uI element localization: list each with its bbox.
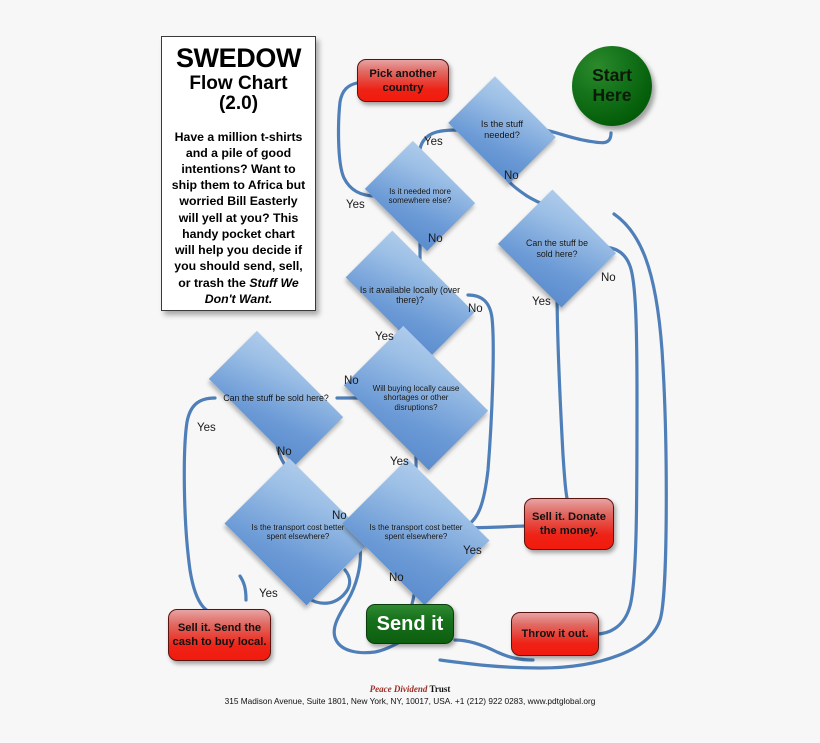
card-body-text: Have a million t-shirts and a pile of go… <box>171 129 306 290</box>
wire-soldtop-no <box>594 245 639 636</box>
wire-transleft-yes-b <box>238 574 248 602</box>
decision-can-the-stuff-be-sold-here-top[interactable]: Can the stuff be sold here? <box>497 189 617 308</box>
terminal-label: Send it <box>376 612 444 635</box>
decision-is-the-stuff-needed[interactable]: Is the stuff needed? <box>448 76 556 184</box>
terminal-throw-it-out[interactable]: Throw it out. <box>511 612 599 656</box>
decision-label: Will buying locally cause shortages or o… <box>372 383 460 412</box>
decision-label: Is it available locally (over there)? <box>359 284 461 305</box>
edge-label-transleft-no: No <box>332 510 347 522</box>
edge-label-soldleft-yes: Yes <box>197 422 216 434</box>
edge-label-elsewhere-no: No <box>428 233 443 245</box>
decision-label: Is the stuff needed? <box>480 119 524 140</box>
terminal-label: Sell it. Send the cash to buy local. <box>172 622 267 648</box>
edge-label-transleft-yes: Yes <box>259 588 278 600</box>
decision-label: Can the stuff be sold here? <box>223 392 329 403</box>
terminal-label: Pick another country <box>369 67 437 94</box>
edge-label-shortages-yes: Yes <box>390 456 409 468</box>
terminal-pick-another-country[interactable]: Pick another country <box>357 59 449 102</box>
footer-brand-italic: Peace Dividend <box>369 684 428 694</box>
edge-label-soldtop-no: No <box>601 272 616 284</box>
card-title-version: (2.0) <box>218 93 259 115</box>
decision-label: Is it needed more somewhere else? <box>388 186 452 205</box>
edge-label-transright-yes: Yes <box>463 545 482 557</box>
footer-brand: Peace Dividend Trust <box>0 684 820 694</box>
card-title-flowchart: Flow Chart <box>189 72 288 94</box>
edge-label-shortages-no: No <box>344 375 359 387</box>
decision-will-buying-locally-cause-shortages[interactable]: Will buying locally cause shortages or o… <box>343 325 489 471</box>
terminal-label: Sell it. Donate the money. <box>532 511 606 537</box>
decision-transport-cost-better-spent-elsewhere-left[interactable]: Is the transport cost better spent elsew… <box>224 458 372 606</box>
decision-is-it-available-locally[interactable]: Is it available locally (over there)? <box>345 230 475 360</box>
edge-label-stuff-needed-no: No <box>504 170 519 182</box>
edge-label-soldleft-no: No <box>277 446 292 458</box>
terminal-label: Throw it out. <box>521 628 589 640</box>
title-card: SWEDOW Flow Chart (2.0) Have a million t… <box>161 36 316 311</box>
footer: Peace Dividend Trust 315 Madison Avenue,… <box>0 684 820 706</box>
card-body: Have a million t-shirts and a pile of go… <box>171 129 306 307</box>
terminal-sell-donate-the-money[interactable]: Sell it. Donate the money. <box>524 498 614 550</box>
terminal-sell-send-cash-buy-local[interactable]: Sell it. Send the cash to buy local. <box>168 609 271 661</box>
edge-label-transright-no: No <box>389 572 404 584</box>
wire-soldtop-yes <box>555 285 570 505</box>
edge-label-available-no: No <box>468 303 483 315</box>
card-title-swedow: SWEDOW <box>175 43 302 73</box>
edge-label-available-yes: Yes <box>375 331 394 343</box>
footer-brand-rest: Trust <box>427 684 451 694</box>
decision-label: Can the stuff be sold here? <box>526 238 588 259</box>
edge-label-elsewhere-yes: Yes <box>346 199 365 211</box>
edge-label-soldtop-yes: Yes <box>532 296 551 308</box>
terminal-send-it[interactable]: Send it <box>366 604 454 644</box>
card-body-emphasis: Stuff We Don't Want. <box>204 275 299 306</box>
decision-can-the-stuff-be-sold-here-left[interactable]: Can the stuff be sold here? <box>208 330 344 466</box>
edge-label-stuff-needed-yes: Yes <box>424 136 443 148</box>
footer-address: 315 Madison Avenue, Suite 1801, New York… <box>224 696 596 706</box>
decision-transport-cost-better-spent-elsewhere-right[interactable]: Is the transport cost better spent elsew… <box>342 458 490 606</box>
decision-label: Is the transport cost better spent elsew… <box>369 522 463 541</box>
decision-label: Is the transport cost better spent elsew… <box>251 522 345 541</box>
decision-needed-more-somewhere-else[interactable]: Is it needed more somewhere else? <box>364 140 476 252</box>
